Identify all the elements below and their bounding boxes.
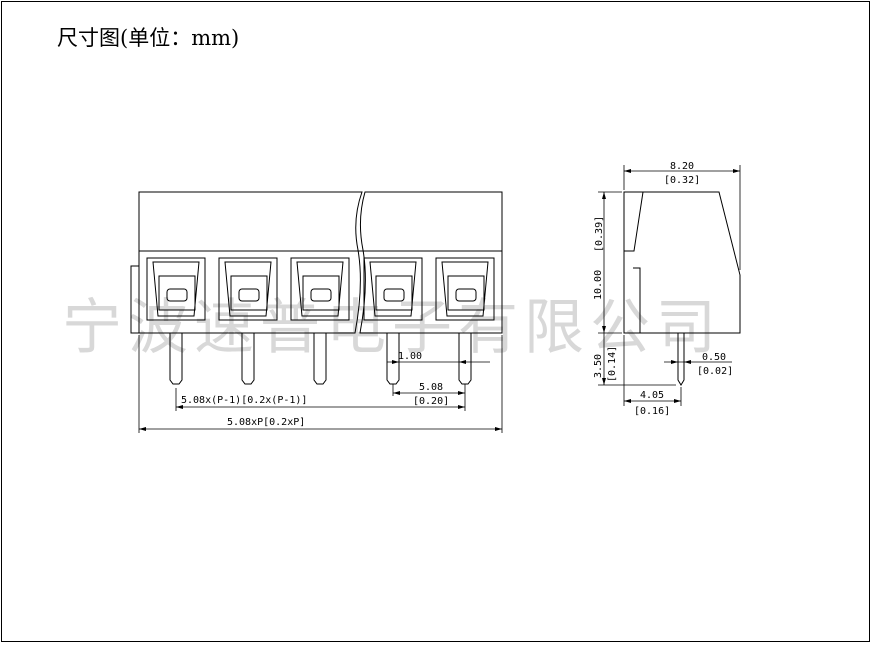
side-step <box>633 267 641 333</box>
side-pin <box>677 333 685 386</box>
offset-dim-inch-label: [0.16] <box>634 406 670 417</box>
height-dim-label: 10.00 <box>593 270 604 300</box>
pin-3 <box>313 333 327 385</box>
total-dim-label: 5.08xP[0.2xP] <box>227 417 305 428</box>
side-arrows <box>602 169 740 403</box>
pin-len-dim-label: 3.50 <box>593 354 604 378</box>
pin-2 <box>241 333 255 385</box>
terminal-slot-1 <box>146 257 206 321</box>
side-dimensions <box>598 165 741 406</box>
terminal-slot-5 <box>435 257 495 321</box>
watermark: 宁波速普电子有限公司 <box>62 293 722 363</box>
terminal-slot-3 <box>290 257 350 321</box>
housing-lip <box>130 265 139 334</box>
pin-len-dim-inch-label: [0.14] <box>607 346 618 382</box>
page-title: 尺寸图(单位：mm) <box>57 26 240 50</box>
terminal-slot-2 <box>218 257 278 321</box>
width-dim-label: 8.20 <box>670 161 694 172</box>
side-pin-dim-inch-label: [0.02] <box>697 366 733 377</box>
width-dim-inch-label: [0.32] <box>664 175 700 186</box>
offset-dim-label: 4.05 <box>640 390 664 401</box>
pitch-dim-inch-label: [0.20] <box>413 396 449 407</box>
terminal-slot-4 <box>363 257 423 321</box>
height-dim-inch-label: [0.39] <box>594 216 605 252</box>
pin-1 <box>169 333 183 385</box>
side-body <box>623 191 741 334</box>
housing-left-part <box>138 191 363 334</box>
side-pin-dim-label: 0.50 <box>702 352 726 363</box>
span-dim-label: 5.08x(P-1)[0.2x(P-1)] <box>181 395 307 406</box>
front-arrows <box>139 360 502 431</box>
pitch-dim-label: 5.08 <box>419 382 443 393</box>
side-wire-entry <box>624 191 644 252</box>
side-view <box>623 191 741 386</box>
front-dimensions <box>138 335 503 433</box>
pin-dim-label: 1.00 <box>398 351 422 362</box>
